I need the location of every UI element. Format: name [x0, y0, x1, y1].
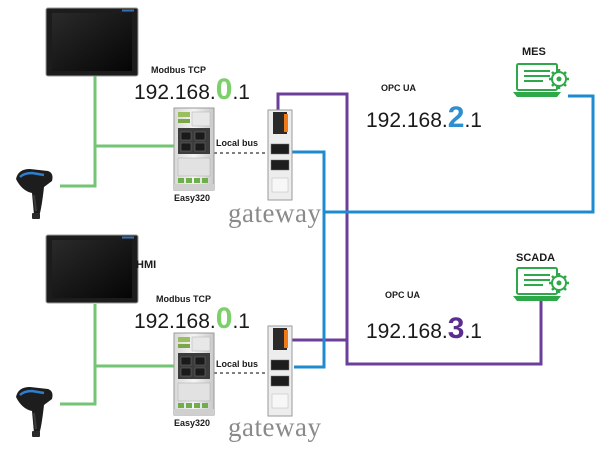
bottom-gateway-module: [267, 325, 293, 417]
bottom-plc-controller: [173, 332, 215, 416]
bottom-modbus-ip: 192.168.0.1: [134, 302, 250, 335]
top-gateway-module: [267, 109, 293, 201]
top-gateway-label: gateway: [228, 198, 321, 228]
mes-opcua-lines: [292, 94, 595, 369]
top-barcode-scanner-icon: [14, 167, 54, 221]
top-controller-label: Easy320: [174, 193, 210, 203]
top-plc-controller: [173, 107, 215, 191]
mes-opcua-ip: 192.168.2.1: [366, 101, 482, 134]
top-local-bus-label: Local bus: [216, 138, 258, 148]
mes-computer-icon: [511, 62, 571, 99]
bottom-gateway-label: gateway: [228, 412, 321, 442]
top-hmi-panel: [45, 7, 139, 77]
scada-opcua-lines: [276, 92, 543, 366]
top-modbus-lines: [60, 76, 174, 188]
scada-opcua-label: OPC UA: [385, 290, 421, 300]
bottom-modbus-label: Modbus TCP: [156, 294, 211, 304]
scada-computer-icon: [511, 266, 571, 303]
scada-label: SCADA: [516, 252, 555, 264]
mes-opcua-label: OPC UA: [381, 83, 417, 93]
bottom-modbus-lines: [60, 304, 174, 406]
hmi-label: HMI: [136, 259, 156, 271]
top-modbus-ip: 192.168.0.1: [134, 73, 250, 106]
bottom-hmi-panel: [45, 234, 139, 304]
bottom-local-bus-label: Local bus: [216, 359, 258, 369]
bottom-barcode-scanner-icon: [14, 385, 54, 439]
top-modbus-label: Modbus TCP: [151, 65, 206, 75]
scada-opcua-ip: 192.168.3.1: [366, 312, 482, 345]
bottom-controller-label: Easy320: [174, 418, 210, 428]
mes-label: MES: [522, 46, 546, 58]
